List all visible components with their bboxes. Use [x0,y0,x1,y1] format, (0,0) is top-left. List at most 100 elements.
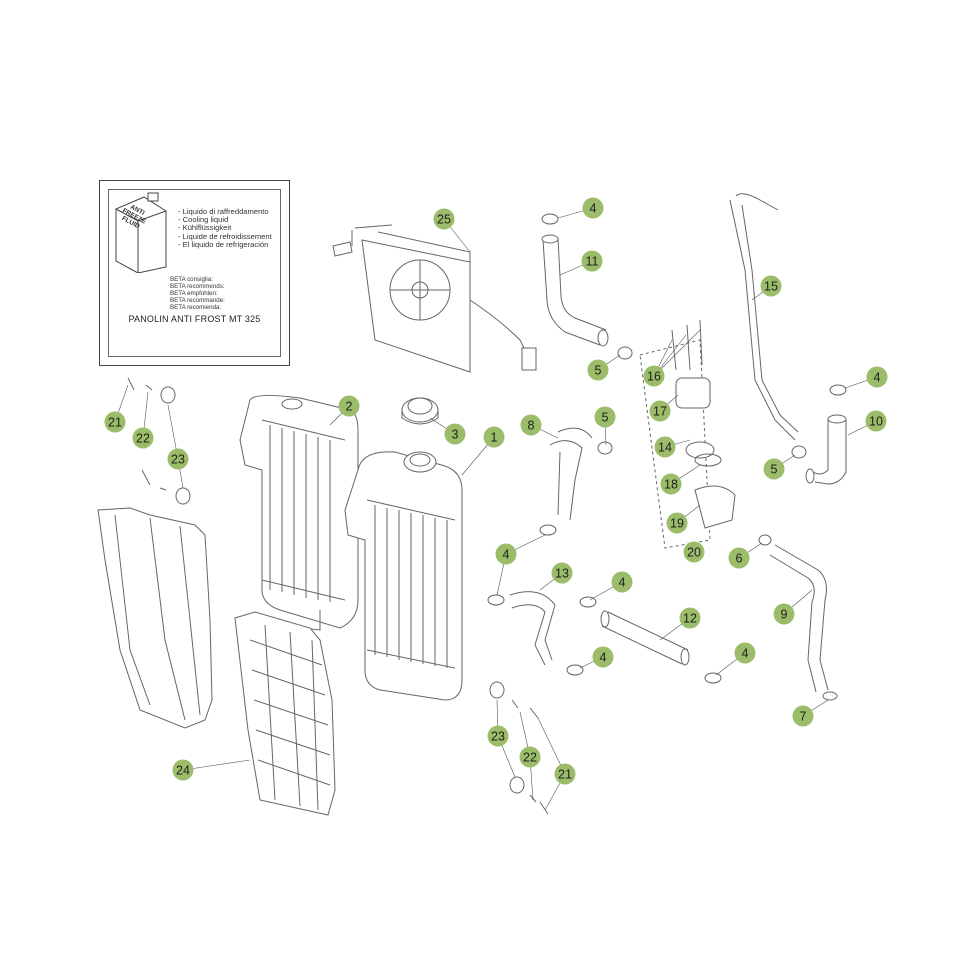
callout-6: 6 [728,547,750,569]
callout-12: 12 [679,607,701,629]
recommends-es: BETA recomienda: [170,303,222,311]
hose-11-part [541,234,609,347]
callout-number: 9 [781,608,788,622]
callout-7: 7 [792,705,814,727]
callout-number: 17 [653,405,667,419]
hose-8-part [549,427,593,521]
callout-number: 25 [437,213,451,227]
callout-circle [444,423,466,445]
recommends-list: BETA consiglia: BETA recommends: BETA em… [170,276,225,312]
callout-number: 5 [602,411,609,425]
callout-circle [592,646,614,668]
callout-circle [132,427,154,449]
callout-number: 4 [874,371,881,385]
callout-circle [649,400,671,422]
callout-number: 22 [136,432,150,446]
callout-circle [654,436,676,458]
right-radiator-part [344,451,463,701]
callout-13: 13 [551,562,573,584]
coolant-legend-box: ANTI FREEZE FLUID - Liquido di raffredda… [99,180,290,366]
callout-circle [792,705,814,727]
callout-19: 19 [666,512,688,534]
thermostat-housing-part [639,319,736,549]
callout-circle [760,275,782,297]
callout-circle [643,365,665,387]
radiator-guard-part [234,611,336,816]
callout-circle [666,512,688,534]
callout-circle [734,642,756,664]
callout-number: 6 [736,552,743,566]
callout-4: 4 [734,642,756,664]
callout-number: 21 [558,768,572,782]
left-radiator-part [239,394,359,631]
callout-circle [104,411,126,433]
callout-circle [581,250,603,272]
callout-17: 17 [649,400,671,422]
coolant-name-es: - El liquido de refrigeración [178,239,269,249]
callout-3: 3 [444,423,466,445]
callout-20: 20 [683,541,705,563]
callout-circle [551,562,573,584]
left-shroud-part [97,507,213,729]
callout-circle [773,603,795,625]
callout-number: 4 [590,202,597,216]
callout-number: 10 [869,415,883,429]
callout-number: 4 [503,548,510,562]
callout-circle [660,473,682,495]
callout-number: 21 [108,416,122,430]
callout-22: 22 [132,427,154,449]
recommends-en: BETA recommends: [170,282,225,290]
callout-number: 16 [647,370,661,384]
hose-13-part [509,591,556,666]
callout-11: 11 [581,250,603,272]
callout-circle [582,197,604,219]
callout-23: 23 [167,448,189,470]
callout-number: 7 [800,710,807,724]
callout-number: 4 [619,576,626,590]
callout-circle [495,543,517,565]
callout-circle [338,395,360,417]
callout-number: 20 [687,546,701,560]
callout-18: 18 [660,473,682,495]
callout-number: 12 [683,612,697,626]
callout-16: 16 [643,365,665,387]
callout-10: 10 [865,410,887,432]
callout-circle [587,359,609,381]
callout-circle [554,763,576,785]
callout-number: 15 [764,280,778,294]
callout-circle [683,541,705,563]
callout-circle [611,571,633,593]
callout-8: 8 [520,414,542,436]
callout-number: 3 [452,428,459,442]
callout-number: 23 [171,453,185,467]
callout-1: 1 [483,426,505,448]
antifreeze-can-icon [115,192,167,273]
callout-5: 5 [763,458,785,480]
callout-circle [167,448,189,470]
callout-number: 13 [555,567,569,581]
callout-number: 4 [600,651,607,665]
coolant-name-en: - Cooling liquid [178,215,229,225]
callout-circle [519,746,541,768]
fan-assembly-part [332,224,537,373]
callout-circle [763,458,785,480]
callout-24: 24 [172,759,194,781]
recommended-product: PANOLIN ANTI FROST MT 325 [128,314,261,324]
callout-circle [433,208,455,230]
callout-number: 18 [664,478,678,492]
callout-number: 23 [491,730,505,744]
callout-circle [520,414,542,436]
callout-circle [594,406,616,428]
recommends-fr: BETA recommande: [170,296,225,304]
callout-circle [866,366,888,388]
recommends-de: BETA empfohlen: [170,289,218,297]
callout-circle [679,607,701,629]
coolant-legend-inner-frame [108,189,281,357]
callout-4: 4 [582,197,604,219]
callout-4: 4 [592,646,614,668]
callout-5: 5 [594,406,616,428]
callout-number: 8 [528,419,535,433]
callout-21: 21 [104,411,126,433]
callout-14: 14 [654,436,676,458]
